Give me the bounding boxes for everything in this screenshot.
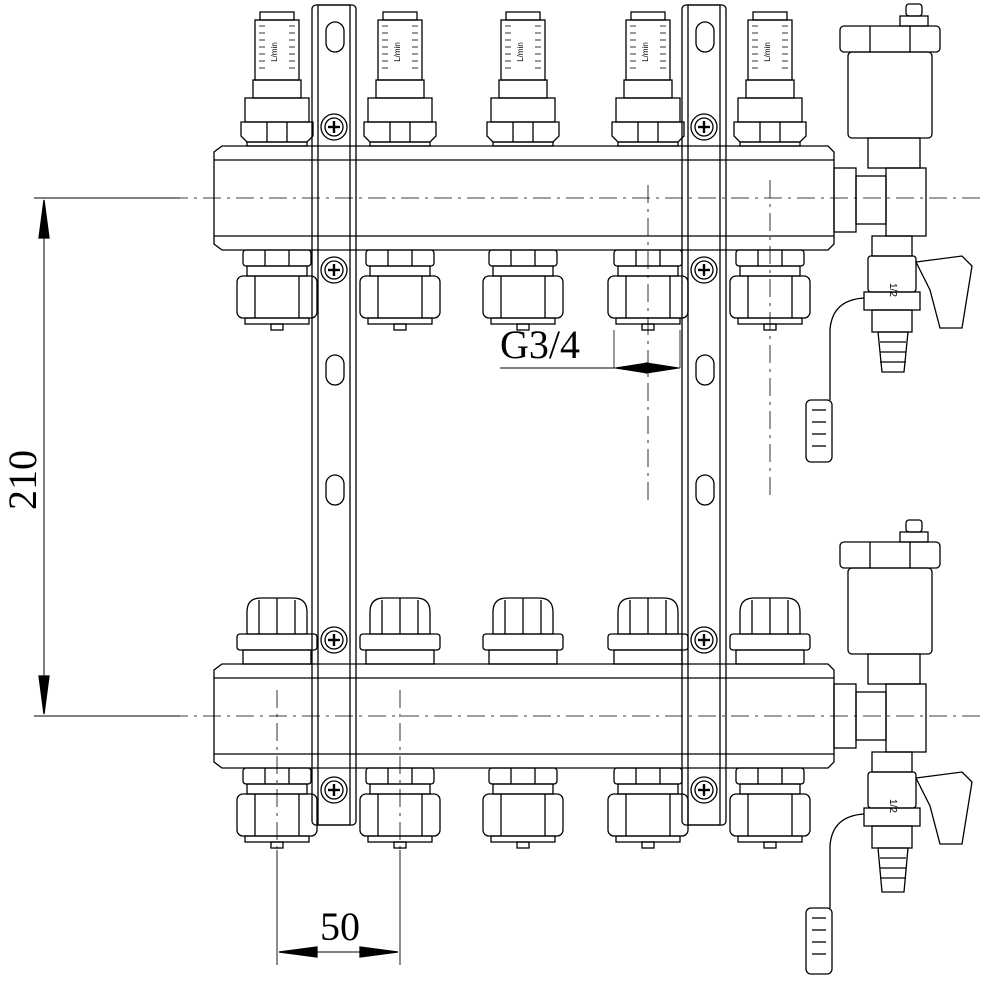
valve-cap	[607, 597, 689, 665]
right-bracket	[681, 4, 727, 826]
return-manifold-bar	[213, 663, 835, 769]
outlet-fitting	[729, 767, 811, 849]
height-dimension	[34, 197, 180, 717]
spacing-dimension	[276, 850, 401, 965]
flowmeter-unit-label: L/min	[516, 42, 525, 62]
outlet-fitting	[359, 767, 441, 849]
screw	[690, 256, 718, 284]
screw	[690, 626, 718, 654]
outlet-fitting	[482, 249, 564, 331]
lower-drain-valve	[805, 683, 973, 975]
upper-air-vent	[839, 3, 941, 169]
outlet-fitting	[607, 767, 689, 849]
outlet-fitting	[236, 767, 318, 849]
supply-manifold-bar	[213, 145, 835, 251]
flowmeter-unit-label: L/min	[641, 42, 650, 62]
lower-air-vent	[839, 519, 941, 685]
screw	[320, 626, 348, 654]
valve-cap	[236, 597, 318, 665]
outlet-fitting	[729, 249, 811, 331]
valve-cap	[729, 597, 811, 665]
upper-drain-valve	[805, 167, 973, 463]
thread-size-label: G3/4	[500, 322, 580, 367]
valve-cap	[482, 597, 564, 665]
flowmeter: L/min	[611, 11, 685, 147]
screw	[320, 113, 348, 141]
flowmeter: L/min	[363, 11, 437, 147]
screw	[320, 776, 348, 804]
screw	[690, 776, 718, 804]
screw	[690, 113, 718, 141]
left-bracket	[311, 4, 357, 826]
flowmeter: L/min	[486, 11, 560, 147]
spacing-dimension-label: 50	[320, 904, 360, 949]
thread-callout	[500, 330, 681, 374]
centerlines	[170, 180, 985, 850]
outlet-fitting	[482, 767, 564, 849]
outlet-fitting	[236, 249, 318, 331]
screw	[320, 256, 348, 284]
flowmeter-unit-label: L/min	[393, 42, 402, 62]
flowmeter: L/min	[240, 11, 314, 147]
valve-cap	[359, 597, 441, 665]
flowmeter-unit-label: L/min	[270, 42, 279, 62]
height-dimension-label: 210	[0, 450, 45, 510]
lower-valve-size-label: 1/2	[887, 799, 898, 813]
outlet-fitting	[359, 249, 441, 331]
outlet-fitting	[607, 249, 689, 331]
flowmeter: L/min	[733, 11, 807, 147]
flowmeter-unit-label: L/min	[763, 42, 772, 62]
upper-valve-size-label: 1/2	[887, 283, 898, 297]
